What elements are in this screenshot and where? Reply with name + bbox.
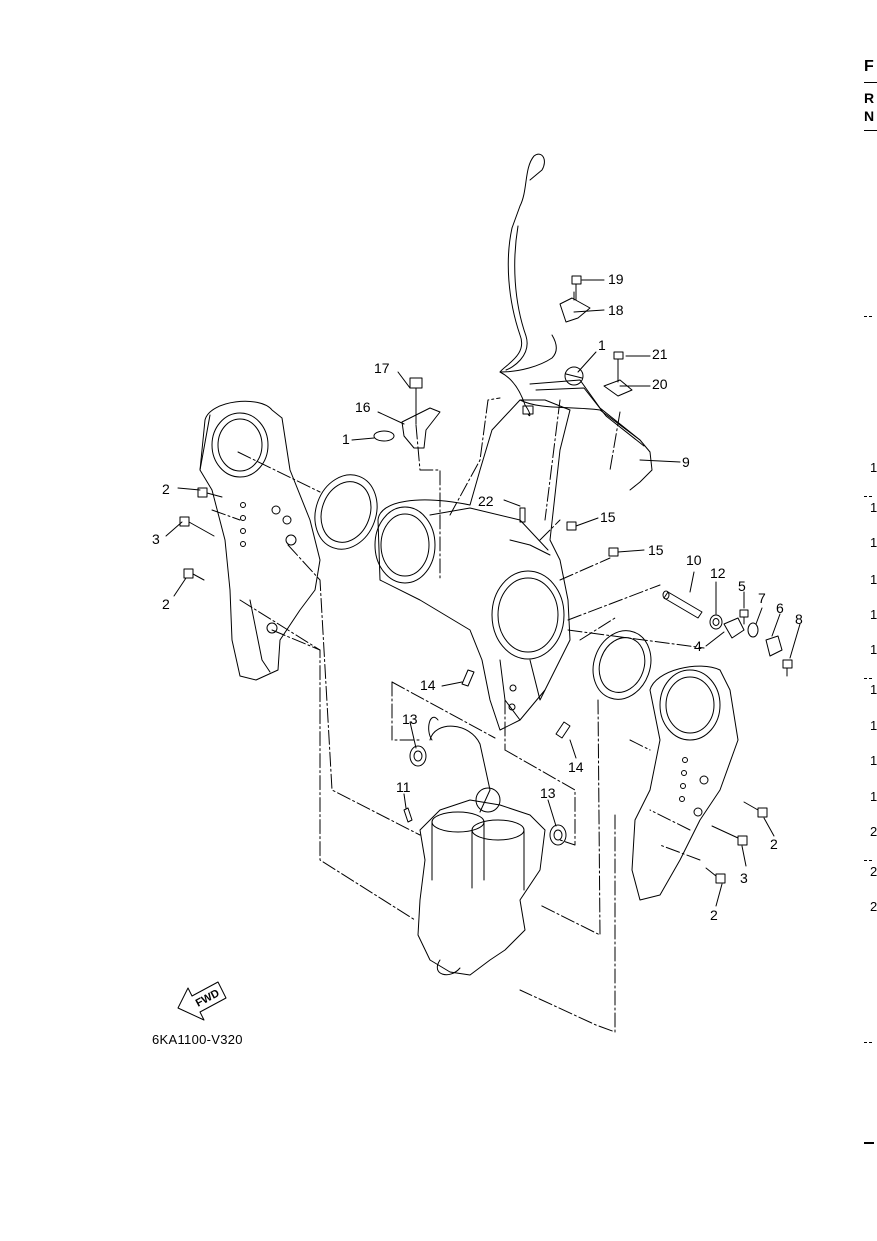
callout-2-right-upper: 2	[770, 836, 778, 852]
seal-ring-left	[314, 474, 378, 550]
bushing-13a	[409, 745, 427, 767]
callout-13-right: 13	[540, 785, 556, 801]
edge-number: 2	[870, 864, 877, 879]
pin-22	[519, 507, 526, 523]
edge-number: 1	[870, 753, 877, 768]
bolt-8	[782, 659, 793, 677]
callout-1-left: 1	[342, 431, 350, 447]
drawing-code: 6KA1100-V320	[152, 1032, 243, 1047]
bracket-16	[373, 377, 441, 449]
fwd-label: FWD	[194, 987, 222, 1009]
callout-5: 5	[738, 578, 746, 594]
edge-letter-0: F	[864, 58, 874, 75]
retainer-4	[723, 617, 745, 639]
bracket-20-21	[603, 351, 633, 397]
bolt-2-right-lower	[705, 867, 726, 884]
callout-17: 17	[374, 360, 390, 376]
shaft-10	[662, 590, 703, 619]
callout-18: 18	[608, 302, 624, 318]
power-trim-tilt-unit	[417, 717, 546, 976]
callout-16: 16	[355, 399, 371, 415]
bolt-2-left-lower	[183, 568, 205, 581]
callout-13-left: 13	[402, 711, 418, 727]
callout-20: 20	[652, 376, 668, 392]
nut-15b	[608, 547, 619, 557]
edge-number: 1	[870, 572, 877, 587]
callout-12: 12	[710, 565, 726, 581]
edge-number: 1	[870, 607, 877, 622]
callout-2-left-upper: 2	[162, 481, 170, 497]
edge-letter-1: R	[864, 90, 875, 106]
callout-1-top: 1	[598, 337, 606, 353]
right-clamp-bracket	[631, 665, 739, 901]
cap-1-top	[564, 366, 584, 386]
callout-22: 22	[478, 493, 494, 509]
edge-number: 1	[870, 535, 877, 550]
edge-number: 1	[870, 642, 877, 657]
edge-rule	[864, 678, 872, 679]
callout-9: 9	[682, 454, 690, 470]
edge-rule	[864, 130, 877, 131]
callout-19: 19	[608, 271, 624, 287]
edge-rule	[864, 1042, 872, 1043]
callout-15-lower: 15	[648, 542, 664, 558]
callout-7: 7	[758, 590, 766, 606]
edge-number: 1	[870, 500, 877, 515]
bolt-5	[739, 609, 749, 625]
callout-3-right: 3	[740, 870, 748, 886]
edge-number: 1	[870, 682, 877, 697]
edge-rule	[864, 860, 872, 861]
fwd-arrow-icon	[177, 981, 227, 1021]
callout-2-left-lower: 2	[162, 596, 170, 612]
cropped-parts-table-edge: F R N 1 1 1 1 1 1 1 1 1 1 2 2 2	[864, 0, 877, 1241]
callout-14-left: 14	[420, 677, 436, 693]
callout-4: 4	[694, 638, 702, 654]
callout-14-right: 14	[568, 759, 584, 775]
callout-15-upper: 15	[600, 509, 616, 525]
edge-rule	[864, 82, 877, 83]
edge-letter-2: N	[864, 108, 875, 124]
bolt-14a	[461, 669, 475, 687]
swivel-bracket	[374, 399, 571, 731]
edge-number: 1	[870, 460, 877, 475]
nut-15a	[566, 521, 577, 531]
callout-labels: 19 18 1 21 20 17 16 1 9 2 3 2 22 15 15 1…	[152, 271, 803, 1010]
callout-10: 10	[686, 552, 702, 568]
callout-21: 21	[652, 346, 668, 362]
edge-rule	[864, 316, 872, 317]
left-clamp-bracket	[199, 400, 321, 681]
clip-18	[559, 275, 591, 323]
callout-6: 6	[776, 600, 784, 616]
edge-number: 2	[870, 824, 877, 839]
bolt-2-left-upper	[197, 487, 223, 498]
edge-number: 1	[870, 789, 877, 804]
edge-rule	[864, 496, 872, 497]
wire-harness	[499, 153, 653, 491]
callout-3-left: 3	[152, 531, 160, 547]
bolt-2-right-upper	[743, 801, 768, 818]
seal-ring-right	[592, 630, 652, 700]
bolt-3-right	[711, 825, 748, 846]
callout-11: 11	[396, 779, 411, 795]
edge-rule	[864, 1142, 874, 1144]
leader-lines	[165, 279, 801, 907]
washer-12	[709, 614, 723, 630]
callout-2-right-lower: 2	[710, 907, 718, 923]
oring-7	[747, 622, 759, 638]
bolt-14b	[555, 721, 571, 739]
cap-6	[765, 635, 783, 657]
edge-number: 2	[870, 899, 877, 914]
edge-number: 1	[870, 718, 877, 733]
bolt-3-left	[179, 516, 215, 537]
callout-8: 8	[795, 611, 803, 627]
reference-lines	[211, 397, 705, 1033]
shaft-11	[403, 807, 413, 823]
bushing-13b	[549, 824, 567, 846]
